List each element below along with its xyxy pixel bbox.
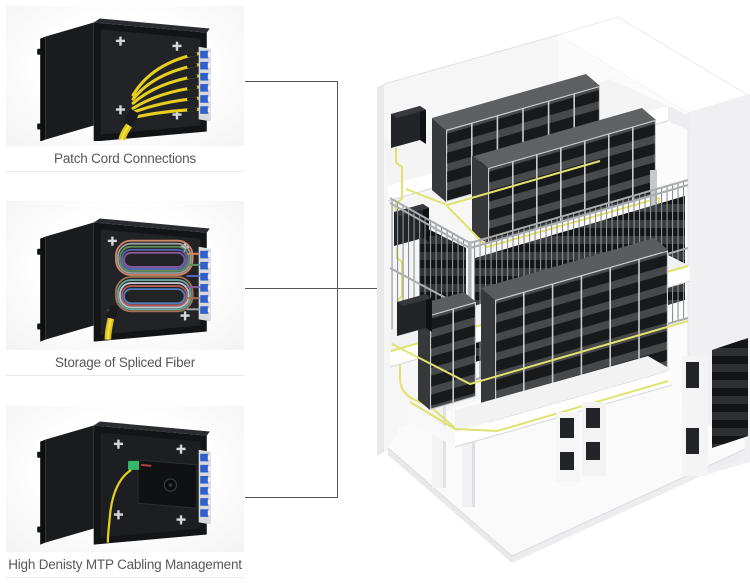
patch-cord-enclosure-illustration [37,18,211,141]
fiber-tails [186,252,200,310]
spliced-fiber-loops [115,239,194,312]
bottom-floor-slab [391,320,689,448]
card-caption: Patch Cord Connections [6,146,244,172]
exit-cable [118,109,139,141]
card-caption: Storage of Spliced Fiber [6,350,244,376]
mtp-green-connector [128,460,140,470]
yellow-fiber [106,468,132,543]
mtp-cabling-photo [6,406,244,552]
ground-cabinets-right [556,402,606,482]
mtp-enclosure-illustration [37,421,211,545]
card-caption: High Denisty MTP Cabling Management [6,552,244,578]
spliced-fiber-enclosure-illustration [37,217,211,342]
server-rack-group-small [418,292,476,410]
lc-adapters [200,250,211,314]
connector-line-bottom [245,497,337,498]
exit-cable [104,304,118,340]
lc-adapters [200,50,211,114]
connector-line-top [245,81,337,82]
mounting-clips [113,439,186,525]
mtp-cassette [128,459,198,509]
fiber-wall-box-bottom [397,294,432,336]
mounting-clips [115,36,182,120]
patch-cord-photo [6,6,244,146]
connector-line-vertical [337,81,338,498]
card-spliced-fiber: Storage of Spliced Fiber [6,201,244,376]
fiber-wall-box-top [391,106,426,148]
top-floor [384,74,690,338]
card-patch-cord: Patch Cord Connections [6,6,244,172]
card-mtp-cabling: High Denisty MTP Cabling Management [6,406,244,578]
lc-adapters [200,453,211,517]
spliced-fiber-photo [6,201,244,350]
cord-boots [186,52,198,112]
connector-line-middle [245,288,386,289]
server-rack-row-front [472,108,656,244]
ground-cabinets-far-right [682,338,748,476]
